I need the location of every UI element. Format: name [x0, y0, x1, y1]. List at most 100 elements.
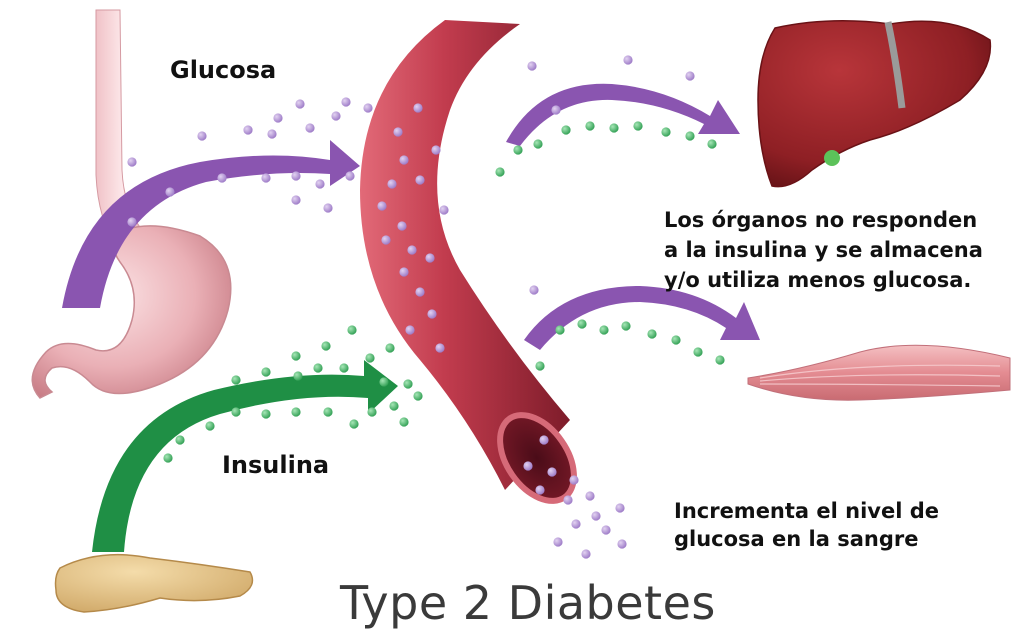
glucose-particle	[547, 467, 557, 477]
glucose-particle	[407, 245, 417, 255]
glucose-particle	[217, 173, 227, 183]
insulin-particle	[385, 343, 395, 353]
insulin-particle	[261, 367, 271, 377]
glucose-particle	[439, 205, 449, 215]
insulin-particle	[399, 417, 409, 427]
glucose-particle	[381, 235, 391, 245]
glucose-particle	[535, 485, 545, 495]
glucose-particle	[243, 125, 253, 135]
glucose-particle	[291, 171, 301, 181]
muscle	[747, 344, 1011, 401]
insulin-particle	[671, 335, 681, 345]
glucose-particle	[685, 71, 695, 81]
glucose-particle	[431, 145, 441, 155]
insulin-particle	[205, 421, 215, 431]
blood-vessel	[360, 20, 570, 490]
glucose-particle	[415, 175, 425, 185]
insulin-particle	[349, 419, 359, 429]
stomach	[31, 225, 232, 399]
glucose-particle	[527, 61, 537, 71]
insulin-arrow	[92, 360, 398, 552]
glucose-particle	[315, 179, 325, 189]
glucose-particle	[427, 309, 437, 319]
glucose-particle	[591, 511, 601, 521]
insulin-particle	[621, 321, 631, 331]
glucose-particle	[387, 179, 397, 189]
diagram-title: Type 2 Diabetes	[340, 576, 716, 630]
glucose-particle	[539, 435, 549, 445]
glucose-particle	[523, 461, 533, 471]
glucose-particle	[529, 285, 539, 295]
glucose-particle	[399, 267, 409, 277]
glucose-particle	[413, 103, 423, 113]
insulin-particle	[403, 379, 413, 389]
insulin-particle	[291, 407, 301, 417]
glucose-particle	[563, 495, 573, 505]
glucose-particle	[323, 203, 333, 213]
glucose-particle	[569, 475, 579, 485]
glucose-particle	[405, 325, 415, 335]
insulin-particle	[323, 407, 333, 417]
glucose-particle	[377, 201, 387, 211]
glucose-particle	[295, 99, 305, 109]
insulin-particle	[163, 453, 173, 463]
glucose-particle	[553, 537, 563, 547]
blood-glucose-description: Incrementa el nivel de glucosa en la san…	[674, 497, 939, 553]
insulin-particle	[693, 347, 703, 357]
glucose-particle	[393, 127, 403, 137]
glucose-label: Glucosa	[170, 56, 277, 84]
muscle-fibers	[759, 364, 1001, 387]
glucose-particle	[425, 253, 435, 263]
insulin-particle	[715, 355, 725, 365]
insulin-particle	[533, 139, 543, 149]
insulin-particle	[685, 131, 695, 141]
organs-line-1: Los órganos no responden	[664, 208, 978, 232]
insulin-particle	[535, 361, 545, 371]
glucose-particle	[399, 155, 409, 165]
glucose-particle	[581, 549, 591, 559]
insulin-particle	[313, 363, 323, 373]
insulin-particle	[389, 401, 399, 411]
insulin-particle	[599, 325, 609, 335]
glucose-particle	[601, 525, 611, 535]
particles	[127, 55, 725, 559]
organs-line-3: y/o utiliza menos glucosa.	[664, 268, 972, 292]
glucose-particle	[291, 195, 301, 205]
insulin-particle	[561, 125, 571, 135]
glucose-particle	[273, 113, 283, 123]
liver-ligament	[884, 21, 906, 109]
glucose-particle	[341, 97, 351, 107]
glucose-particle	[261, 173, 271, 183]
organs-line-2: a la insulina y se almacena	[664, 238, 983, 262]
insulin-particle	[413, 391, 423, 401]
liver	[757, 20, 992, 188]
pancreas	[54, 553, 254, 613]
increase-line-1: Incrementa el nivel de	[674, 499, 940, 523]
insulin-particle	[231, 407, 241, 417]
insulin-particle	[585, 121, 595, 131]
insulin-particle	[175, 435, 185, 445]
glucose-particle	[331, 111, 341, 121]
glucose-particle	[415, 287, 425, 297]
insulin-particle	[609, 123, 619, 133]
increase-line-2: glucosa en la sangre	[674, 527, 919, 551]
insulin-particle	[231, 375, 241, 385]
insulin-particle	[495, 167, 505, 177]
insulin-particle	[291, 351, 301, 361]
insulin-particle	[365, 353, 375, 363]
organs-description: Los órganos no responden a la insulina y…	[664, 205, 983, 295]
glucose-particle	[551, 105, 561, 115]
insulin-particle	[347, 325, 357, 335]
glucose-particle	[267, 129, 277, 139]
glucose-particle	[127, 217, 137, 227]
glucose-particle	[623, 55, 633, 65]
insulin-label: Insulina	[222, 451, 330, 479]
insulin-particle	[513, 145, 523, 155]
insulin-particle	[379, 377, 389, 387]
glucose-particle	[197, 131, 207, 141]
liver-arrow	[506, 83, 740, 146]
glucose-particle	[585, 491, 595, 501]
glucose-particle	[617, 539, 627, 549]
insulin-particle	[261, 409, 271, 419]
